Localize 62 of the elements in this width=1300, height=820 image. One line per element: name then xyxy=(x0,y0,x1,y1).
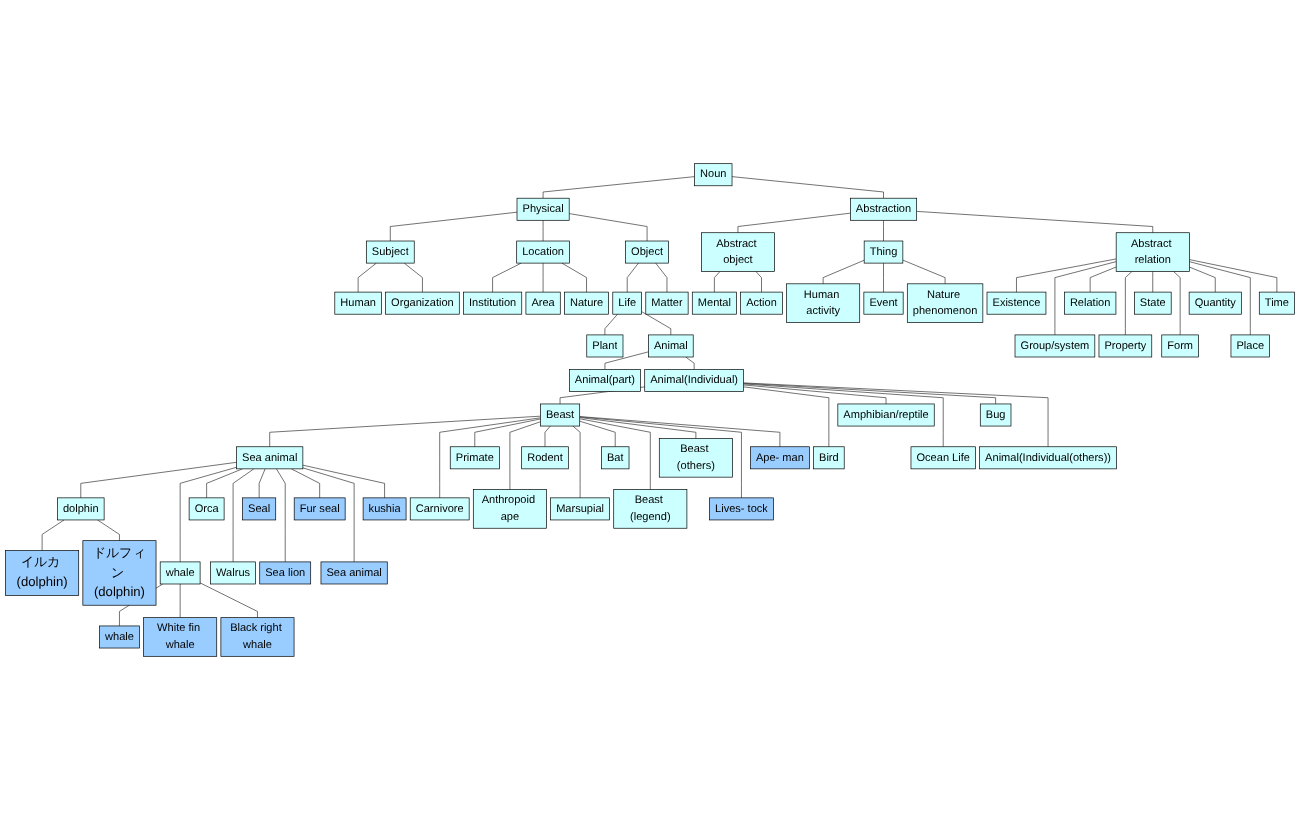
connector xyxy=(579,417,697,439)
connector xyxy=(1152,271,1154,293)
connector xyxy=(714,271,721,293)
connector xyxy=(1089,266,1117,293)
connector xyxy=(902,259,946,285)
connector xyxy=(258,468,266,499)
connector xyxy=(509,421,541,490)
connector xyxy=(492,262,522,293)
connector xyxy=(743,383,944,448)
connector xyxy=(572,425,581,499)
connector xyxy=(579,418,651,490)
connector xyxy=(743,384,887,405)
connector xyxy=(403,262,423,293)
connector xyxy=(1173,271,1181,336)
connector xyxy=(232,468,255,563)
connector xyxy=(474,418,541,448)
connector xyxy=(179,583,181,618)
connector xyxy=(1189,266,1216,293)
connector xyxy=(1054,261,1117,336)
connector xyxy=(290,468,320,499)
connector xyxy=(439,417,541,499)
connector xyxy=(755,271,762,293)
connector xyxy=(579,416,742,499)
connector xyxy=(357,262,377,293)
connector xyxy=(179,466,237,563)
connector xyxy=(1016,258,1117,293)
connector xyxy=(269,415,541,448)
connector xyxy=(916,211,1154,234)
connector xyxy=(302,467,355,563)
connector xyxy=(743,382,996,405)
connector xyxy=(883,262,884,293)
connector xyxy=(743,386,830,448)
connector xyxy=(655,262,668,293)
connector xyxy=(626,262,639,293)
connector xyxy=(685,356,695,370)
connector xyxy=(276,468,286,563)
connector xyxy=(542,219,544,242)
connector xyxy=(561,262,587,293)
connector xyxy=(389,211,518,242)
connector xyxy=(1125,271,1133,336)
connector xyxy=(579,420,616,448)
connector xyxy=(641,311,672,336)
connector xyxy=(883,219,884,242)
connector xyxy=(1189,259,1278,293)
connector xyxy=(822,259,865,285)
connector xyxy=(1189,261,1251,336)
connector xyxy=(542,262,544,293)
connector xyxy=(206,468,243,499)
connector xyxy=(731,176,884,199)
connector xyxy=(97,519,120,541)
connector xyxy=(737,212,851,234)
connector xyxy=(80,461,237,499)
connector xyxy=(542,176,695,199)
connector xyxy=(568,213,648,242)
connector xyxy=(743,382,1049,448)
connector xyxy=(302,464,385,499)
connector xyxy=(604,313,618,336)
connector xyxy=(41,519,65,551)
connector xyxy=(199,582,258,618)
connector xyxy=(579,416,781,448)
connector xyxy=(604,351,649,370)
connector xyxy=(544,425,551,448)
